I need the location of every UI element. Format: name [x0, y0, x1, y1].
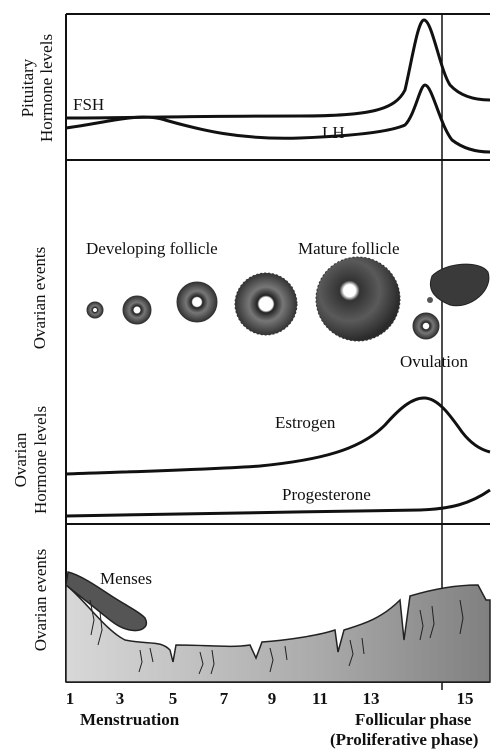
ovarian-hormone-ylabel-1: Ovarian: [11, 432, 30, 487]
endometrium-shape: [66, 585, 490, 682]
follicle-stage-3: [177, 282, 217, 322]
fsh-label: FSH: [73, 95, 104, 114]
lh-curve: [66, 20, 490, 118]
developing-follicle-label: Developing follicle: [86, 239, 218, 258]
follicle-stage-4: [235, 273, 297, 335]
progesterone-curve: [66, 490, 490, 516]
uterine-ylabel: Ovarian events: [31, 549, 50, 651]
tick-13: 13: [363, 689, 380, 708]
proliferative-phase-label: (Proliferative phase): [330, 730, 478, 749]
pituitary-ylabel-2: Hormone levels: [37, 34, 56, 142]
uterine-lining: [66, 572, 490, 682]
menses-label: Menses: [100, 569, 152, 588]
follicle-sequence: [87, 257, 489, 341]
tick-3: 3: [116, 689, 125, 708]
follicular-phase-label: Follicular phase: [355, 710, 472, 729]
follicle-stage-2: [123, 296, 151, 324]
tick-11: 11: [312, 689, 328, 708]
follicle-stage-1: [87, 302, 103, 318]
mature-follicle: [316, 257, 400, 341]
ovum-dot: [427, 297, 433, 303]
corpus-luteum-shape: [430, 264, 489, 306]
progesterone-label: Progesterone: [282, 485, 371, 504]
pituitary-ylabel-1: Pituitary: [18, 58, 37, 117]
tick-1: 1: [66, 689, 75, 708]
ruptured-follicle: [413, 313, 439, 339]
lh-label: LH: [322, 123, 345, 142]
estrogen-curve: [66, 398, 490, 474]
ovarian-hormone-ylabel-2: Hormone levels: [31, 406, 50, 514]
ovarian-events-ylabel: Ovarian events: [30, 247, 49, 349]
ovulation-label: Ovulation: [400, 352, 468, 371]
mature-follicle-label: Mature follicle: [298, 239, 400, 258]
tick-5: 5: [169, 689, 178, 708]
tick-7: 7: [220, 689, 229, 708]
menstruation-label: Menstruation: [80, 710, 180, 729]
tick-15: 15: [457, 689, 474, 708]
estrogen-label: Estrogen: [275, 413, 336, 432]
x-axis-ticks: 1 3 5 7 9 11 13 15: [66, 689, 474, 708]
tick-9: 9: [268, 689, 277, 708]
